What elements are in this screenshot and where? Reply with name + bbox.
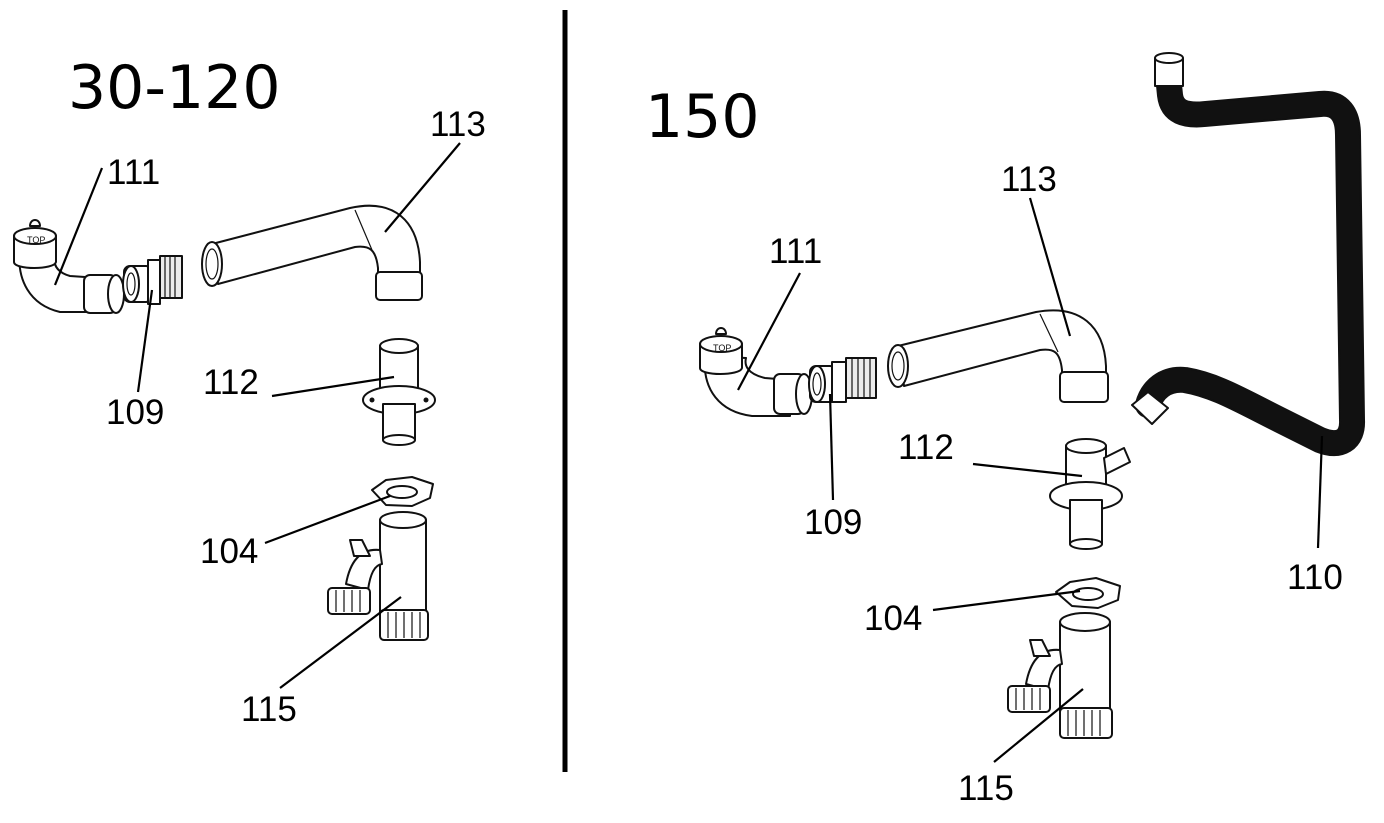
right-leader-109 — [828, 393, 835, 501]
left-leader-104 — [264, 494, 391, 545]
left-part-104-gasket — [371, 476, 434, 507]
left-part-109-adapter — [122, 255, 183, 305]
left-callout-112: 112 — [203, 363, 259, 402]
right-part-113-pipe — [887, 309, 1109, 403]
right-callout-110: 110 — [1287, 558, 1343, 597]
left-callout-104: 104 — [200, 532, 258, 571]
right-part-111-elbow: TOP — [699, 327, 813, 417]
right-leader-104 — [932, 589, 1081, 612]
left-leader-109 — [136, 289, 154, 393]
left-callout-113: 113 — [430, 105, 486, 144]
left-callout-111: 111 — [107, 153, 160, 192]
left-part-115-trap — [327, 511, 429, 641]
left-leader-112 — [271, 375, 395, 398]
right-part-112-mount — [1049, 438, 1131, 550]
right-callout-115: 115 — [958, 769, 1014, 808]
right-callout-111: 111 — [769, 232, 822, 271]
left-panel-title: 30-120 — [68, 53, 281, 123]
left-leader-113 — [384, 142, 461, 233]
left-callout-109: 109 — [106, 393, 164, 432]
left-part-112-mount — [362, 338, 436, 446]
right-callout-112: 112 — [898, 428, 954, 467]
left-leader-115 — [279, 596, 402, 689]
right-part-104-gasket — [1055, 577, 1121, 609]
left-leader-111 — [53, 167, 104, 286]
right-leader-115 — [993, 688, 1084, 763]
left-part-113-pipe — [201, 204, 423, 301]
right-elbow-top-mark: TOP — [713, 343, 731, 353]
left-callout-115: 115 — [241, 690, 297, 729]
right-leader-113 — [1028, 197, 1072, 337]
right-part-109-adapter — [808, 357, 877, 403]
right-part-110-tube — [1131, 52, 1365, 456]
right-callout-109: 109 — [804, 503, 862, 542]
right-callout-113: 113 — [1001, 160, 1057, 199]
right-leader-112 — [972, 462, 1083, 478]
right-part-115-trap — [1007, 612, 1113, 739]
left-elbow-top-mark: TOP — [27, 235, 45, 245]
right-panel-title: 150 — [645, 82, 760, 152]
left-part-111-elbow: TOP — [13, 219, 125, 314]
right-leader-110 — [1316, 435, 1324, 549]
right-callout-104: 104 — [864, 599, 922, 638]
right-leader-111 — [737, 272, 801, 391]
